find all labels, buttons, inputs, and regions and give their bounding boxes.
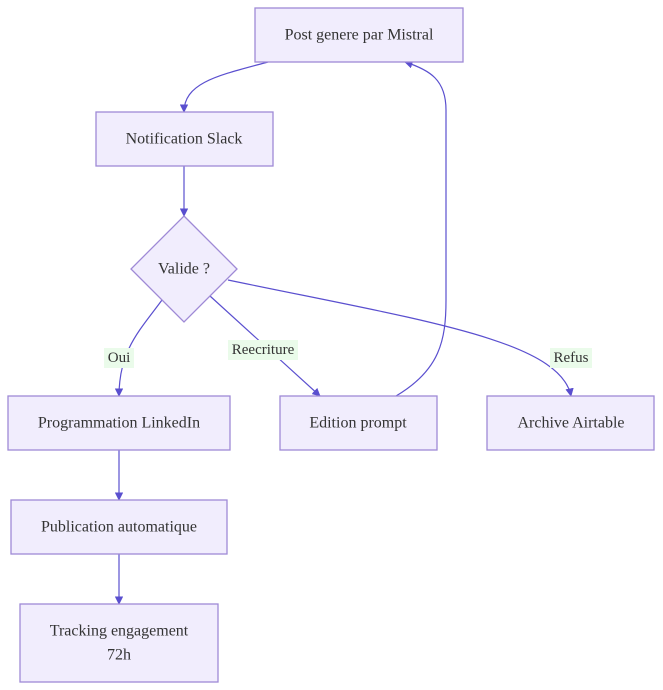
node-edition-prompt-label: Edition prompt — [309, 415, 407, 432]
node-archive-airtable: Archive Airtable — [486, 395, 655, 451]
edge-post-to-slack — [179, 61, 269, 113]
edge-valide-to-programmation — [114, 299, 163, 397]
node-post-genere: Post genere par Mistral — [254, 7, 464, 63]
edge-label-reecriture: Reecriture — [228, 340, 298, 360]
edge-label-refus: Refus — [550, 348, 592, 368]
node-notification-slack: Notification Slack — [95, 111, 274, 167]
node-tracking-engagement: Tracking engagement 72h — [19, 603, 219, 683]
edge-label-oui: Oui — [104, 348, 134, 368]
node-publication-automatique-label: Publication automatique — [41, 519, 197, 536]
node-valide-decision: Valide ? — [130, 215, 238, 323]
edge-label-oui-text: Oui — [108, 350, 131, 366]
edge-valide-to-archive — [227, 279, 574, 397]
node-post-genere-label: Post genere par Mistral — [285, 27, 434, 44]
edge-label-reecriture-text: Reecriture — [232, 342, 295, 358]
node-edition-prompt: Edition prompt — [279, 395, 438, 451]
node-programmation-linkedin: Programmation LinkedIn — [7, 395, 231, 451]
node-tracking-engagement-label-line2: 72h — [107, 647, 131, 664]
edge-label-refus-text: Refus — [554, 350, 589, 366]
node-publication-automatique: Publication automatique — [10, 499, 228, 555]
node-archive-airtable-label: Archive Airtable — [517, 415, 624, 432]
node-notification-slack-label: Notification Slack — [126, 131, 243, 148]
node-valide-decision-label: Valide ? — [158, 261, 210, 278]
node-tracking-engagement-label-line1: Tracking engagement — [50, 623, 189, 640]
edge-edition-to-post — [395, 60, 447, 397]
node-programmation-linkedin-label: Programmation LinkedIn — [38, 415, 200, 432]
